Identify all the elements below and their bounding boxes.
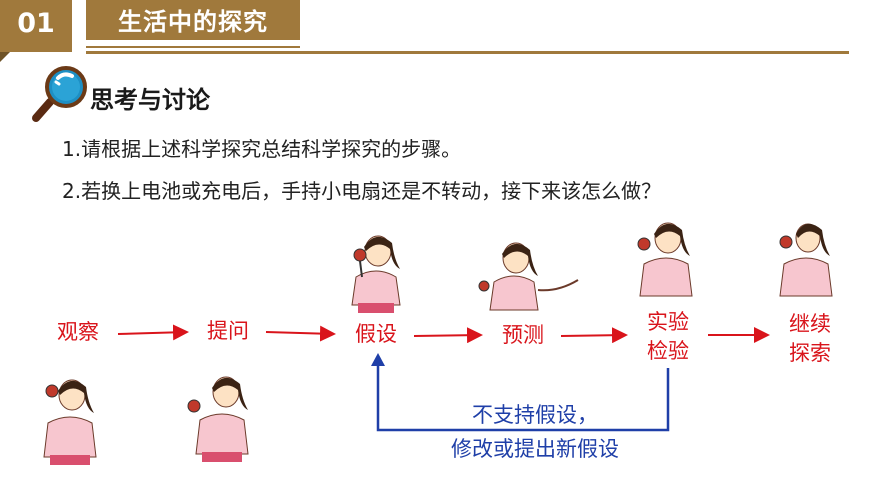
question-1: 1.请根据上述科学探究总结科学探究的步骤。 <box>62 137 462 161</box>
title-box <box>86 0 300 40</box>
girl-illustration <box>43 379 97 465</box>
feedback-text: 不支持假设，修改或提出新假设 <box>451 403 619 461</box>
girl-illustration <box>779 223 833 297</box>
header-rule <box>86 51 849 54</box>
step-continue: 继续探索 <box>789 312 831 365</box>
section-badge <box>0 0 72 52</box>
step-question: 提问 <box>207 319 249 343</box>
step-observe: 观察 <box>57 320 99 344</box>
girl-illustration <box>187 376 249 462</box>
step-experiment: 实验检验 <box>647 310 689 363</box>
section-number: 01 <box>17 8 55 39</box>
feedback-loop-arrow <box>376 362 670 432</box>
girl-illustration <box>351 235 401 313</box>
arrow-predict-to-experiment <box>560 327 628 344</box>
discussion-heading: 思考与讨论 <box>90 86 210 114</box>
page-title: 生活中的探究 <box>118 8 268 36</box>
magnifier-icon <box>32 66 87 122</box>
arrow-observe-to-question <box>117 324 189 341</box>
section-badge-fold <box>0 52 10 62</box>
step-predict: 预测 <box>502 323 544 347</box>
step-hypothesis: 假设 <box>355 322 397 346</box>
arrow-hypothesis-to-predict <box>413 327 483 344</box>
title-underline <box>86 46 300 48</box>
arrow-question-to-hypothesis <box>265 325 336 342</box>
girl-illustration <box>478 242 579 311</box>
girl-illustration <box>637 222 693 297</box>
question-2: 2.若换上电池或充电后，手持小电扇还是不转动，接下来该怎么做？ <box>62 179 662 203</box>
